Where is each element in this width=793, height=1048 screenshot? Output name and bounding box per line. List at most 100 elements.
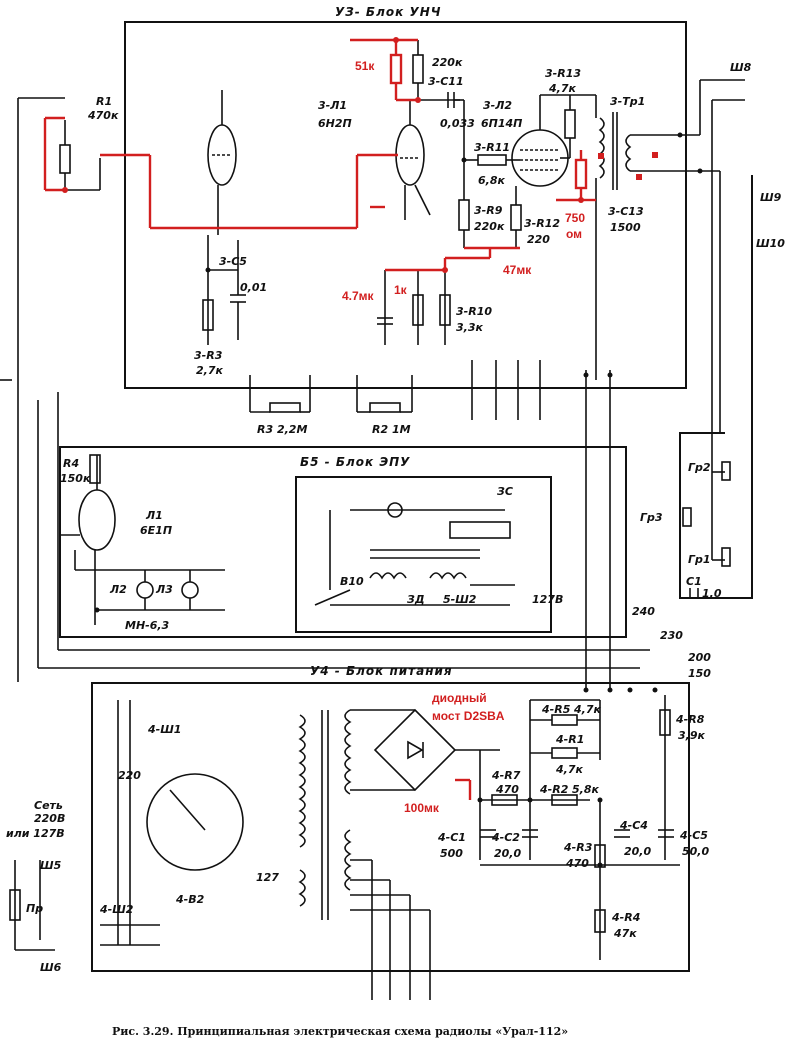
r7-4-name: 4-R7 (492, 769, 521, 782)
annotation-4-7mk: 4.7мк (342, 289, 374, 303)
block-u3-title: УЗ- Блок УНЧ (335, 5, 442, 19)
r1-value: 470к (88, 109, 119, 122)
r1-4-name: 4-R1 (556, 733, 585, 746)
r11-name: 3-R11 (474, 141, 510, 154)
annotation-750: 750 (565, 211, 586, 225)
block-b5-title: Б5 - Блок ЭПУ (300, 455, 411, 469)
gr2-label: Гр2 (688, 461, 711, 474)
l2-3-type: 6П14П (481, 117, 523, 130)
block-u4-title: У4 - Блок питания (310, 664, 453, 678)
b5-block-frame (59, 446, 627, 638)
r3-4-name: 4-R3 (564, 841, 593, 854)
c2-4-name: 4-С2 (492, 831, 520, 844)
sh10-label: Ш10 (756, 237, 785, 250)
r10-value: 3,3к (456, 321, 483, 334)
sh2-4-label: 4-Ш2 (100, 903, 134, 916)
tr1-name: 3-Тр1 (610, 95, 646, 108)
r9-name: 3-R9 (474, 204, 503, 217)
r12-value: 220 (527, 233, 550, 246)
figure-caption: Рис. 3.29. Принципиальная электрическая … (112, 1025, 569, 1038)
annotation-1k: 1к (394, 283, 407, 297)
r3-3-value: 2,7к (196, 364, 223, 377)
zd-label: ЗД (407, 593, 425, 606)
r12-name: 3-R12 (524, 217, 560, 230)
r8-4-name: 4-R8 (676, 713, 705, 726)
r5-4-value: 4,7к (574, 703, 601, 716)
l2-label: Л2 (110, 583, 127, 596)
sh6-label: Ш6 (40, 961, 62, 974)
annotation-bridge-2: мост D2SBA (432, 709, 505, 723)
c11-value: 0,033 (440, 117, 475, 130)
gr1-label: Гр1 (688, 553, 711, 566)
r220k-value: 220к (432, 56, 463, 69)
wire-230: 230 (660, 629, 683, 642)
c13-name: 3-С13 (608, 205, 644, 218)
net-voltage: 220В (34, 812, 66, 825)
speaker-box (679, 175, 753, 599)
c5-4-value: 50,0 (682, 845, 710, 858)
r13-name: 3-R13 (545, 67, 581, 80)
r4-name: R4 (63, 457, 80, 470)
c2-4-value: 20,0 (494, 847, 522, 860)
r13-value: 4,7к (549, 82, 576, 95)
r4-value: 150к (60, 472, 91, 485)
r10-name: 3-R10 (456, 305, 492, 318)
l2-3-name: 3-Л2 (483, 99, 513, 112)
annotation-100mk: 100мк (404, 801, 439, 815)
r2-4-value: 5,8к (572, 783, 599, 796)
gr3-label: Гр3 (640, 511, 663, 524)
c5-4-name: 4-С5 (680, 829, 708, 842)
zs-label: ЗС (497, 485, 513, 498)
lamp-l1-name: Л1 (146, 509, 163, 522)
r8-4-value: 3,9к (678, 729, 705, 742)
annotation-47mk: 47мк (503, 263, 532, 277)
b2-4-label: 4-В2 (176, 893, 205, 906)
mn-label: МН-6,3 (125, 619, 170, 632)
v127-label: 127В (532, 593, 564, 606)
fuse-label: Пр (26, 902, 44, 915)
net-alt: или 127В (6, 827, 65, 840)
v220-label: 220 (118, 769, 141, 782)
r2-4-name: 4-R2 (540, 783, 569, 796)
c4-4-name: 4-С4 (620, 819, 648, 832)
v127t-label: 127 (256, 871, 279, 884)
r9-value: 220к (474, 220, 505, 233)
c4-4-value: 20,0 (624, 845, 652, 858)
v10-label: В10 (340, 575, 364, 588)
l3-label: Л3 (156, 583, 173, 596)
sh8-label: Ш8 (730, 61, 752, 74)
r2-name: R2 1М (372, 423, 411, 436)
r1-4-value: 4,7к (556, 763, 583, 776)
wire-200: 200 (688, 651, 711, 664)
wire-150: 150 (688, 667, 711, 680)
l1-3-name: 3-Л1 (318, 99, 348, 112)
r7-4-value: 470 (496, 783, 519, 796)
l1-3-type: 6Н2П (318, 117, 352, 130)
lamp-l1-type: 6Е1П (140, 524, 173, 537)
r3-3-name: 3-R3 (194, 349, 223, 362)
c1-4-value: 500 (440, 847, 463, 860)
annotation-750-unit: ом (566, 227, 583, 241)
r3-4-value: 470 (566, 857, 589, 870)
epu-inner-frame (295, 476, 552, 633)
r1-name: R1 (96, 95, 113, 108)
r3-name: R3 2,2М (257, 423, 308, 436)
c11-name: 3-С11 (428, 75, 464, 88)
c5-value: 0,01 (240, 281, 268, 294)
sh9-label: Ш9 (760, 191, 782, 204)
sh2-5-label: 5-Ш2 (443, 593, 477, 606)
r4-4-value: 47к (614, 927, 637, 940)
r11-value: 6,8к (478, 174, 505, 187)
c1-value: 1,0 (702, 587, 722, 600)
c1-4-name: 4-С1 (438, 831, 466, 844)
wire-240: 240 (632, 605, 655, 618)
r4-4-name: 4-R4 (612, 911, 641, 924)
r5-4-name: 4-R5 (542, 703, 571, 716)
c13-value: 1500 (610, 221, 641, 234)
sh1-4-label: 4-Ш1 (148, 723, 182, 736)
c5-name: 3-С5 (219, 255, 247, 268)
u3-block-frame (124, 21, 687, 389)
annotation-bridge-1: диодный (432, 691, 487, 705)
sh5-label: Ш5 (40, 859, 62, 872)
